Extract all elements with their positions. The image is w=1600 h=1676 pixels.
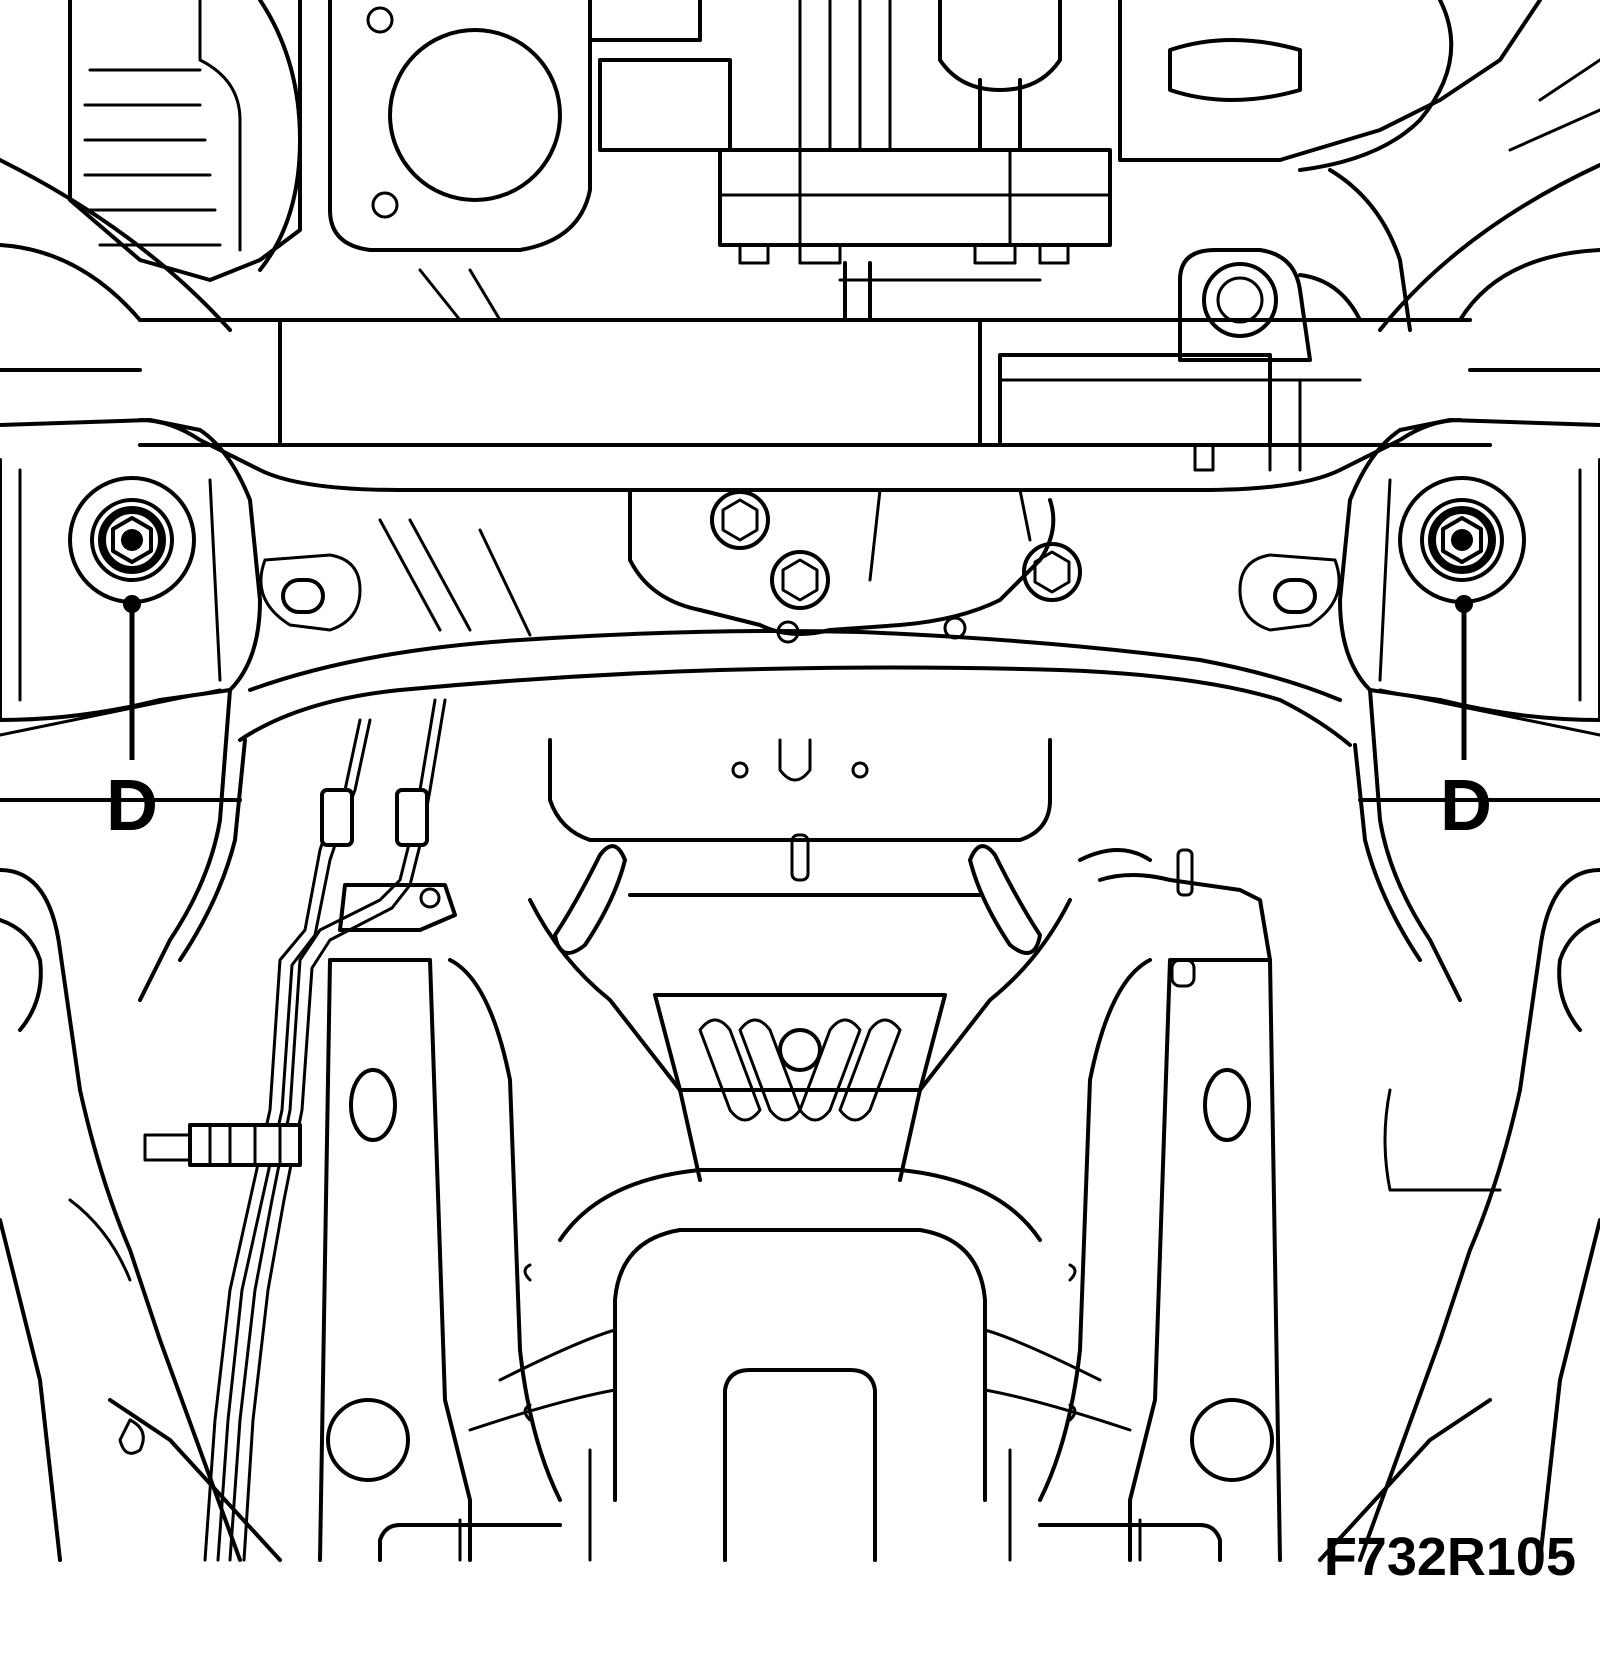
front-subframe <box>0 418 1600 1002</box>
engine-gearbox-assembly <box>0 0 1600 472</box>
figure-id: F732R105 <box>1324 1527 1576 1587</box>
floor-pan <box>0 738 1600 1562</box>
callout-label-right: D <box>1440 766 1492 846</box>
callout-leaders <box>123 595 1473 760</box>
callout-label-left: D <box>106 766 158 846</box>
subframe-right-mounting-bolt <box>1398 476 1526 604</box>
brake-lines <box>143 698 457 1562</box>
subframe-left-mounting-bolt <box>68 476 196 604</box>
